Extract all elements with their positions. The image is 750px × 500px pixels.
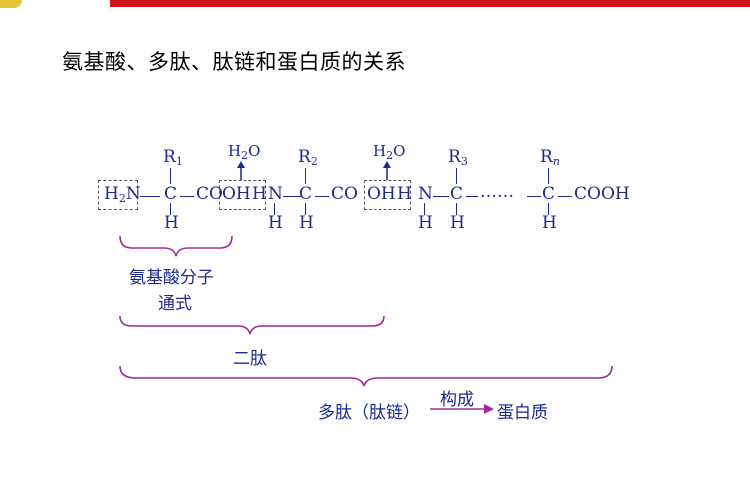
alpha-carbon-1: C: [164, 184, 178, 204]
bond: [548, 203, 549, 215]
protein-label: 蛋白质: [497, 403, 548, 423]
bond: [558, 196, 572, 197]
water-2: H2O: [373, 142, 406, 162]
hydrogen-1: H: [164, 213, 179, 233]
hydrogen-3: H: [450, 213, 465, 233]
amino-acid-label-line2: 通式: [158, 294, 192, 314]
bond: [527, 196, 541, 197]
slide-title: 氨基酸、多肽、肽链和蛋白质的关系: [62, 50, 406, 74]
alpha-carbon-2: C: [299, 184, 313, 204]
hydrogen-removed-2: H: [397, 184, 412, 204]
dipeptide-label: 二肽: [233, 349, 267, 369]
hydrogen-n: H: [542, 213, 557, 233]
bond: [466, 196, 478, 197]
r-group-2: R2: [298, 147, 318, 168]
r-group-3: R3: [448, 147, 468, 168]
bond: [283, 196, 301, 197]
hydrogen-n2: H: [268, 213, 283, 233]
bond: [170, 203, 171, 215]
r-group-n: Rn: [540, 147, 560, 168]
bond: [305, 203, 306, 215]
terminal-carboxyl: COOH: [574, 184, 630, 204]
bond: [456, 168, 457, 184]
chain-continuation-dots: ……: [480, 182, 514, 202]
brace-amino-acid: [119, 235, 233, 257]
amino-acid-label-line1: 氨基酸分子: [129, 268, 214, 288]
amino-group-box: [98, 180, 138, 210]
hydrogen-n3: H: [418, 213, 433, 233]
water-removal-box-2: [364, 180, 411, 210]
brace-polypeptide: [119, 365, 613, 387]
bond: [424, 203, 425, 215]
nitrogen-2: N: [268, 184, 283, 204]
top-accent-bar: [110, 0, 750, 7]
hydroxyl-1: OH: [222, 184, 251, 204]
alpha-carbon-3: C: [450, 184, 464, 204]
bond: [433, 196, 449, 197]
forms-arrow-head: [484, 404, 494, 414]
hydroxyl-2: OH: [367, 184, 396, 204]
bond: [274, 203, 275, 215]
alpha-carbon-n: C: [542, 184, 556, 204]
bond: [456, 203, 457, 215]
corner-logo-mark: [0, 0, 22, 8]
bond: [140, 196, 160, 197]
bond: [170, 168, 171, 184]
bond: [180, 196, 194, 197]
r-group-1: R1: [163, 147, 183, 168]
hydrogen-removed-1: H: [252, 184, 267, 204]
polypeptide-label: 多肽（肽链）: [318, 403, 420, 423]
water-1: H2O: [228, 142, 261, 162]
carboxyl-2: CO: [331, 184, 358, 204]
water-removal-box-1: [219, 180, 266, 210]
bond: [548, 168, 549, 184]
carboxyl-1: CO: [196, 184, 223, 204]
nitrogen-3: N: [418, 184, 433, 204]
forms-label: 构成: [440, 390, 474, 410]
amino-group: H2N: [104, 184, 141, 205]
bond: [315, 196, 329, 197]
bond: [305, 168, 306, 184]
brace-dipeptide: [119, 315, 385, 335]
hydrogen-2: H: [299, 213, 314, 233]
